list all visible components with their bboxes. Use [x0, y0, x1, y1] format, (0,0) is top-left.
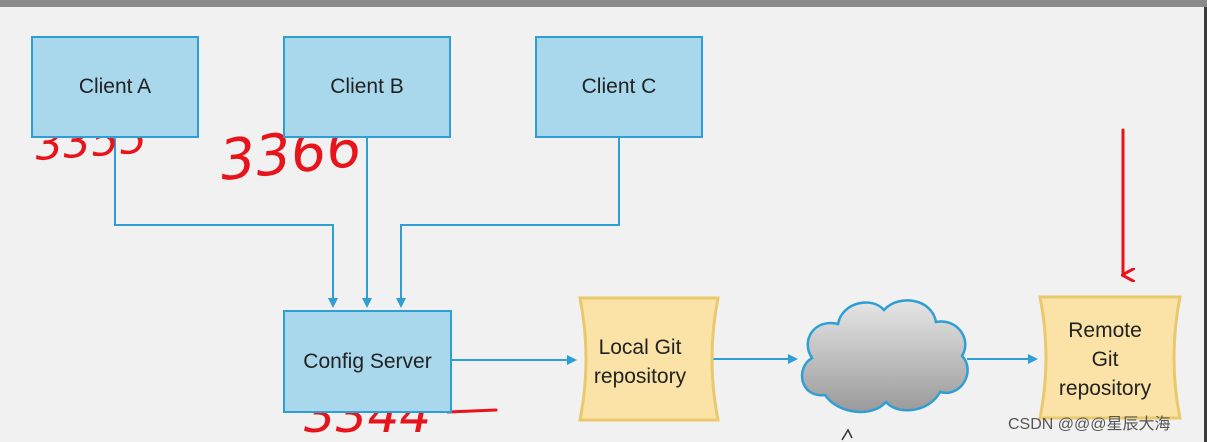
window-right-border — [1204, 7, 1207, 442]
local-git-label: Local Git repository — [578, 333, 702, 391]
local-git-document-shape — [578, 296, 720, 422]
client-a-box: Client A — [31, 36, 199, 138]
remote-git-label-line-2: Git — [1091, 348, 1119, 371]
config-server-label: Config Server — [303, 349, 432, 373]
remote-git-document-shape — [1038, 295, 1182, 420]
config-server-box: Config Server — [283, 310, 452, 413]
csdn-watermark: CSDN @@@星辰大海 — [1008, 416, 1171, 433]
client-b-box: Client B — [283, 36, 451, 138]
remote-git-label-line-1: Remote — [1068, 319, 1142, 342]
stray-pen-mark — [841, 428, 853, 441]
client-c-label: Client C — [581, 75, 657, 98]
handwritten-dash-server — [446, 408, 498, 414]
window-top-border — [0, 0, 1207, 7]
remote-git-label-line-3: repository — [1058, 377, 1152, 400]
connector-client-c — [396, 138, 620, 308]
remote-git-label: Remote Git repository — [1040, 316, 1170, 403]
local-git-label-line-2: repository — [593, 365, 687, 388]
client-a-label: Client A — [78, 75, 152, 98]
connector-client-a — [114, 138, 338, 308]
local-git-label-line-1: Local Git — [598, 336, 682, 359]
client-b-label: Client B — [330, 75, 404, 98]
cloud-icon — [800, 299, 969, 414]
client-c-box: Client C — [535, 36, 703, 138]
